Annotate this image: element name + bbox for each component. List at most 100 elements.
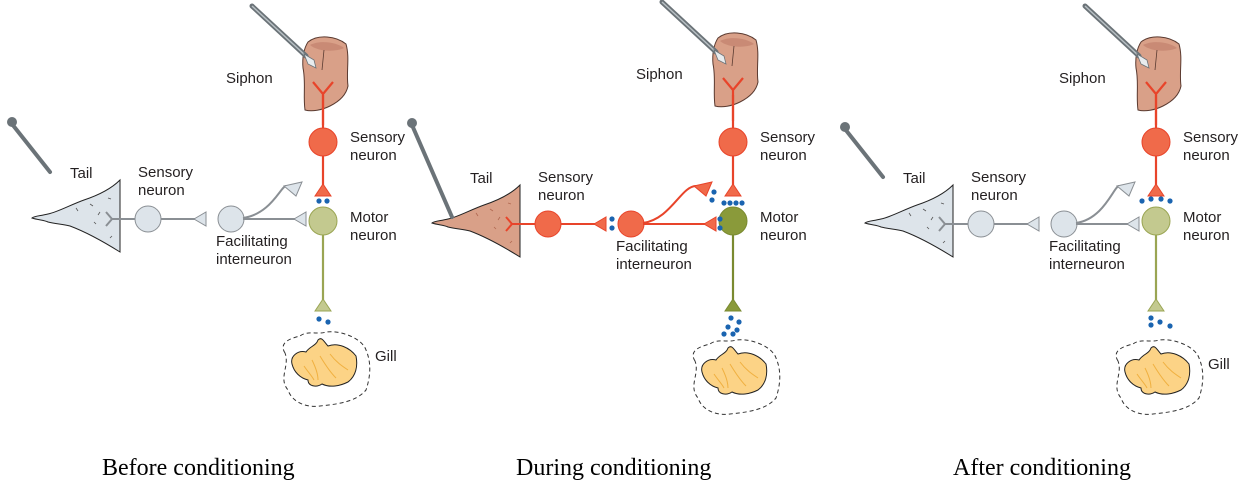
caption-during-conditioning: During conditioning	[516, 455, 712, 481]
siphon-probe-highlight	[251, 5, 307, 57]
siphon-body	[1135, 36, 1182, 112]
tail-sensory-label-line: neuron	[138, 182, 185, 199]
motor-neuron-label-line: Motor	[1183, 209, 1221, 226]
siphon-sensory-neuron	[718, 127, 748, 157]
gill-label: Gill	[1208, 356, 1230, 373]
siphon-motor-vesicle	[1148, 196, 1154, 202]
siphon-sensory-label-line: Sensory	[350, 129, 406, 146]
motor-neuron-label-line: neuron	[1183, 227, 1230, 244]
tail-sensory-terminal	[1026, 216, 1040, 232]
motor-gill-vesicle	[316, 316, 322, 322]
tail-label: Tail	[70, 165, 93, 182]
tail-interneuron-vesicle	[609, 216, 615, 222]
motor-gill-vesicle	[325, 319, 331, 325]
motor-neuron-label-line: neuron	[760, 227, 807, 244]
facilitating-interneuron-label-line: Facilitating	[216, 233, 288, 250]
tail-body	[431, 183, 521, 258]
tail-label: Tail	[903, 170, 926, 187]
siphon-sensory-terminal	[724, 183, 742, 197]
siphon-probe-tip	[303, 53, 317, 69]
gill: Gill	[1115, 339, 1230, 415]
interneuron-motor-terminal	[293, 211, 307, 227]
facilitating-interneuron-label-line: interneuron	[616, 256, 692, 273]
tail-label: Tail	[470, 170, 493, 187]
facilitating-interneuron-label-line: Facilitating	[616, 238, 688, 255]
tail-probe-head	[840, 122, 850, 132]
tail-sensory-neuron	[534, 210, 562, 238]
caption-after-conditioning: After conditioning	[953, 455, 1131, 481]
siphon-fold	[321, 49, 325, 71]
siphon-label: Siphon	[1059, 70, 1106, 87]
motor-terminal	[314, 298, 332, 312]
gill-veins	[1136, 361, 1182, 389]
tail-sensory-label-line: Sensory	[138, 164, 194, 181]
tail-sensory-terminal	[593, 216, 607, 232]
tail-sensory-neuron	[967, 210, 995, 238]
siphon-motor-vesicle	[316, 198, 322, 204]
facilitating-interneuron	[1050, 210, 1078, 238]
siphon-probe-highlight	[661, 1, 717, 53]
siphon-motor-vesicle	[733, 200, 739, 206]
siphon: Siphon	[226, 3, 349, 125]
gill: Gill	[282, 331, 397, 407]
siphon-sensory-label-line: neuron	[760, 147, 807, 164]
siphon: Siphon	[1059, 3, 1182, 125]
siphon-sensory-terminal	[314, 183, 332, 197]
siphon: Siphon	[636, 0, 759, 121]
tail-texture	[475, 202, 513, 244]
motor-gill-vesicle	[721, 331, 727, 337]
motor-gill-vesicle	[1157, 319, 1163, 325]
tail-sensory-label-line: neuron	[971, 187, 1018, 204]
interneuron-motor-vesicle	[717, 225, 723, 231]
facilitating-interneuron	[217, 205, 245, 233]
motor-gill-vesicle	[736, 319, 742, 325]
gill-label: Gill	[375, 348, 397, 365]
siphon-sensory-label-line: neuron	[350, 147, 397, 164]
siphon-probe-tip	[1136, 53, 1150, 69]
motor-gill-vesicle	[1148, 315, 1154, 321]
siphon-motor-vesicle	[324, 198, 330, 204]
siphon-label: Siphon	[636, 66, 683, 83]
interneuron-presynaptic-vesicle	[711, 189, 717, 195]
gill-outline	[692, 339, 781, 415]
facilitating-interneuron-label-line: interneuron	[1049, 256, 1125, 273]
tail-sensory-terminal	[193, 211, 207, 227]
motor-gill-vesicle	[728, 315, 734, 321]
tail-interneuron-vesicle	[609, 225, 615, 231]
motor-neuron	[1141, 206, 1171, 236]
motor-neuron-label-line: Motor	[760, 209, 798, 226]
gill-veins	[303, 353, 349, 381]
interneuron-presynaptic-terminal	[1115, 181, 1136, 197]
siphon-fold	[1154, 49, 1158, 71]
siphon-motor-vesicle	[739, 200, 745, 206]
tail-texture	[75, 197, 113, 239]
motor-gill-vesicle	[734, 327, 740, 333]
tail-body	[31, 178, 121, 253]
tail-probe-icon	[410, 123, 454, 219]
facilitating-interneuron-label-line: interneuron	[216, 251, 292, 268]
siphon-motor-vesicle	[721, 200, 727, 206]
gill-outline	[1115, 339, 1204, 415]
siphon-opening	[310, 42, 344, 51]
siphon-sensory-label-line: Sensory	[1183, 129, 1239, 146]
tail-sensory-label-line: Sensory	[538, 169, 594, 186]
siphon-sensory-neuron	[1141, 127, 1171, 157]
interneuron-presynaptic-vesicle	[709, 197, 715, 203]
